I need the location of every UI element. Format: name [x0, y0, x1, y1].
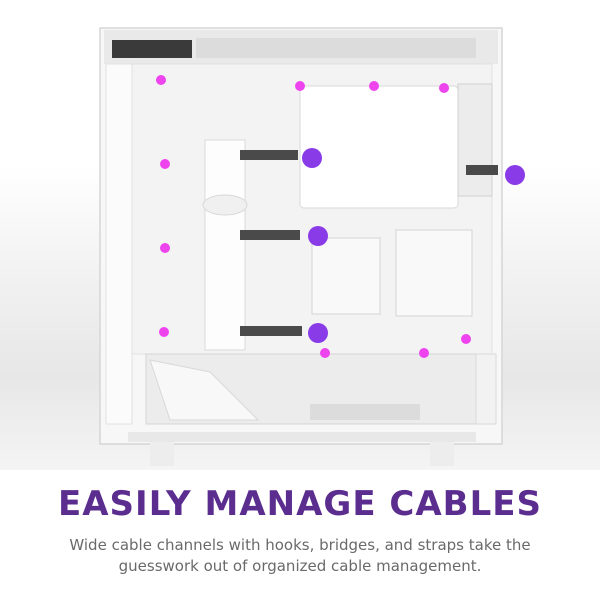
- hook-marker: [419, 348, 429, 358]
- front-fan: [457, 83, 493, 197]
- hook-marker: [156, 75, 166, 85]
- cable-strap-3: [240, 326, 302, 336]
- channel-marker: [302, 148, 322, 168]
- hook-marker: [159, 327, 169, 337]
- top-vent: [196, 38, 476, 58]
- cable-strap-1: [240, 150, 298, 160]
- headline: EASILY MANAGE CABLES: [58, 484, 542, 524]
- case-foot-left: [150, 442, 174, 466]
- cable-channel-cover: [204, 139, 246, 351]
- channel-marker: [308, 323, 328, 343]
- tray-cutout-left: [311, 237, 381, 315]
- cable-strap-4: [466, 165, 498, 175]
- hook-marker: [295, 81, 305, 91]
- pc-case-illustration: [99, 27, 525, 466]
- hook-marker: [160, 243, 170, 253]
- top-io-connector: [112, 40, 192, 58]
- rear-bracket: [105, 63, 133, 425]
- psu-vent: [310, 404, 420, 420]
- hook-marker: [369, 81, 379, 91]
- description: Wide cable channels with hooks, bridges,…: [69, 536, 531, 575]
- channel-marker: [505, 165, 525, 185]
- psu-cable-flap: [149, 359, 260, 421]
- cpu-cutout: [299, 85, 459, 209]
- hook-marker: [439, 83, 449, 93]
- case-base: [128, 432, 476, 442]
- hook-marker: [320, 348, 330, 358]
- hook-marker: [160, 159, 170, 169]
- tray-cutout-right: [395, 229, 473, 317]
- case-foot-right: [430, 442, 454, 466]
- channel-marker: [308, 226, 328, 246]
- cable-strap-2: [240, 230, 300, 240]
- hook-marker: [461, 334, 471, 344]
